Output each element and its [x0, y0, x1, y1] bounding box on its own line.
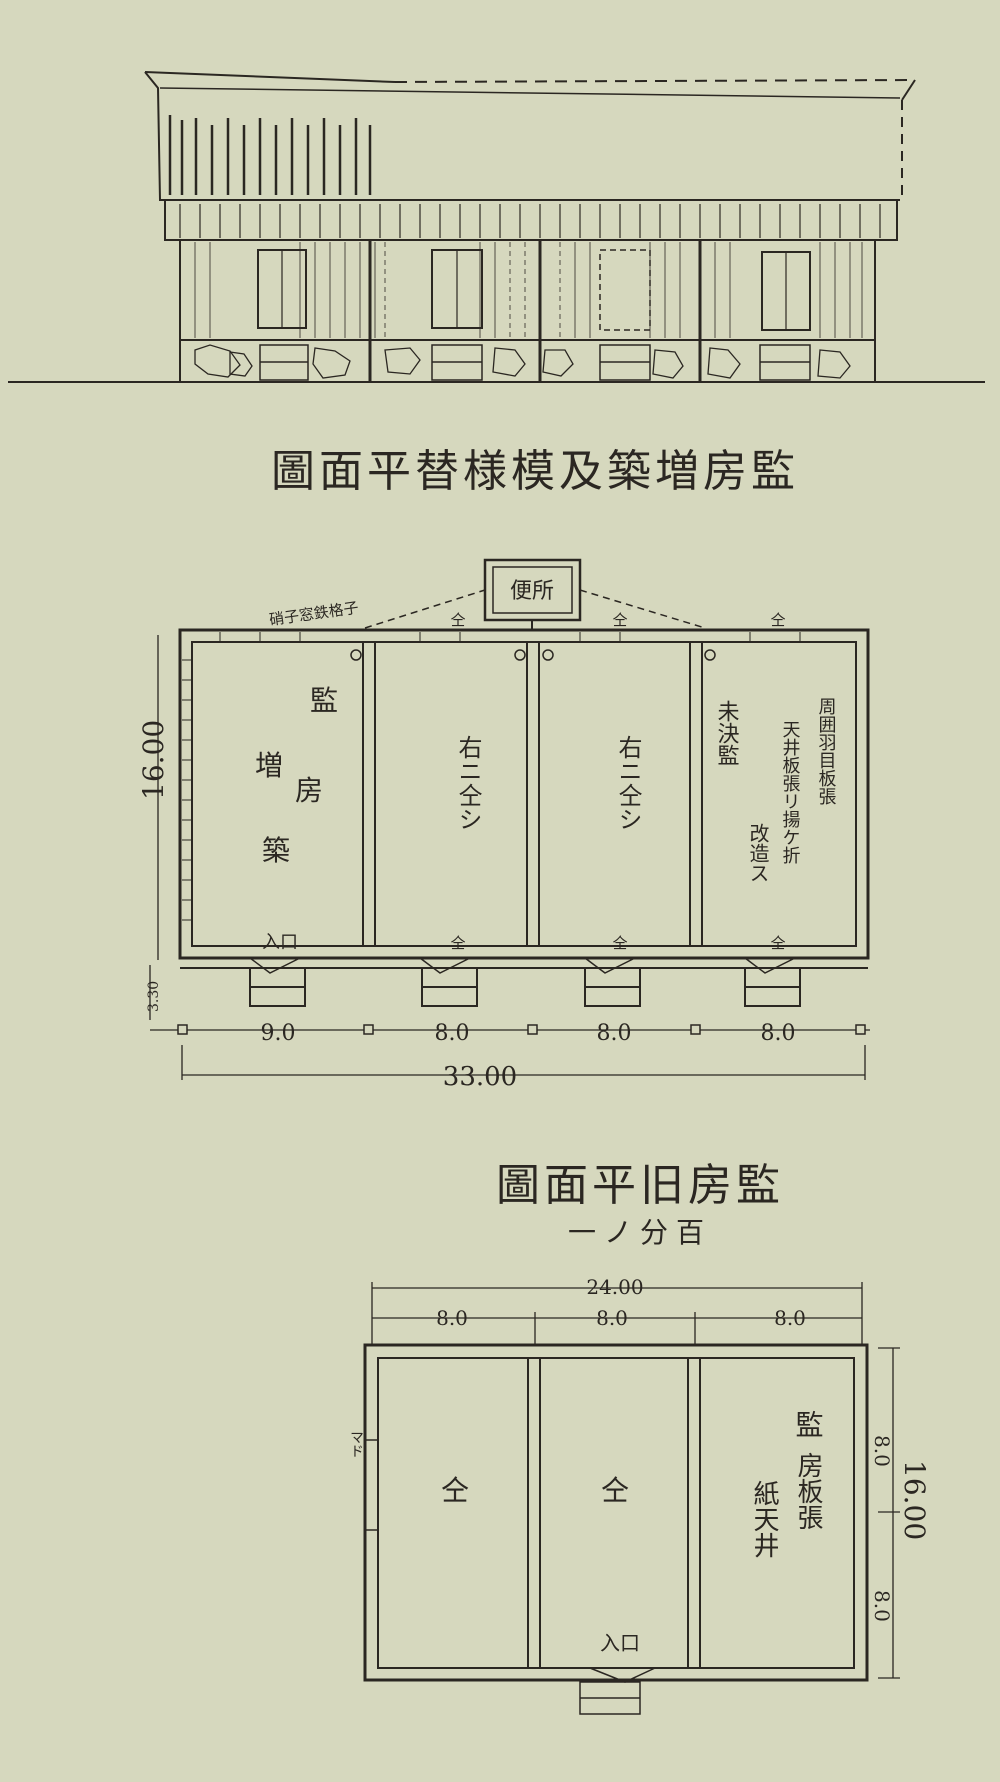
- elevation-window-3: [599, 249, 651, 331]
- new-plan-outer-wall: [178, 628, 870, 960]
- new-plan-title: 圖面平替様模及築増房監: [271, 446, 799, 497]
- elevation-drawing: [8, 71, 985, 383]
- dim-ticks: [177, 1024, 866, 1035]
- dim-room-3: 8.0: [597, 1021, 632, 1046]
- same-mark: 仝: [612, 934, 627, 952]
- window-grille-note: 硝子窓鉄格子: [268, 599, 360, 629]
- room-4-label-c: 天井板張リ揚ケ折: [780, 720, 801, 864]
- new-plan-partitions: [362, 641, 703, 947]
- elevation-posts: [368, 240, 702, 382]
- toilet-label: 便所: [510, 579, 554, 604]
- old-dim-1: 8.0: [436, 1306, 468, 1330]
- entrance-label: 入口: [262, 932, 298, 953]
- old-room-1-label: 仝: [441, 1474, 469, 1507]
- room-1-label-d: 築: [262, 834, 290, 867]
- room-1-label-a: 監: [310, 684, 338, 717]
- old-plan-outer-wall: [363, 1343, 869, 1682]
- old-window-label: マド: [348, 1430, 364, 1458]
- stone-foundation: [179, 339, 876, 383]
- dim-total: 33.00: [443, 1062, 517, 1092]
- old-entrance-label: 入口: [600, 1631, 640, 1655]
- new-plan-inner-wall: [191, 641, 857, 947]
- old-dim-total: 24.00: [586, 1275, 643, 1299]
- room-4-label-a: 未決監: [714, 700, 740, 766]
- old-entrance: [579, 1667, 656, 1715]
- old-room-3-label-b: 房板張: [793, 1452, 823, 1530]
- scale-label: 一ノ分百: [568, 1216, 712, 1249]
- room-4-label-d: 周囲羽目板張: [816, 697, 837, 806]
- old-floor-plan: 24.00 8.0 8.0 8.0 マド 入口 仝 仝 監 房板張 紙天井: [348, 1275, 931, 1715]
- entrance-stairs: [249, 967, 801, 1007]
- old-room-3-label-c: 紙天井: [749, 1480, 779, 1558]
- room-3-label: 右ニ仝シ: [614, 735, 642, 831]
- roof-right-tip: [901, 79, 916, 101]
- dim-room-2: 8.0: [435, 1021, 470, 1046]
- old-dim-right-2: 8.0: [870, 1590, 894, 1622]
- eave-slats: [179, 204, 881, 238]
- dim-height: 16.00: [137, 720, 170, 800]
- eave-band: [164, 199, 898, 241]
- old-dim-2: 8.0: [596, 1306, 628, 1330]
- same-mark: 仝: [612, 611, 627, 629]
- dim-room-1: 9.0: [261, 1021, 296, 1046]
- entrance-steps: [259, 344, 811, 381]
- window-bars: [182, 632, 801, 921]
- roof-ridge: [144, 71, 396, 83]
- room-1-label-c: 増: [255, 749, 283, 782]
- old-window: [364, 1439, 379, 1531]
- old-plan-partitions: [527, 1357, 701, 1669]
- same-mark: 仝: [770, 611, 785, 629]
- old-plan-inner-wall: [377, 1357, 855, 1669]
- foundation-stones: [194, 344, 851, 379]
- same-mark: 仝: [450, 934, 465, 952]
- column-markers: [350, 649, 716, 661]
- roof-eave: [159, 87, 901, 99]
- old-plan-title: 圖面平旧房監: [496, 1160, 784, 1211]
- roof-left-edge: [144, 71, 165, 201]
- old-dim-3: 8.0: [774, 1306, 806, 1330]
- old-dim-right-1: 8.0: [870, 1435, 894, 1467]
- roof-ridge-extension: [394, 79, 916, 83]
- dim-room-4: 8.0: [761, 1021, 796, 1046]
- room-1-label-b: 房: [295, 774, 323, 807]
- new-floor-plan: 便所 硝子窓鉄格子: [137, 558, 870, 1092]
- roof-boards: [168, 115, 372, 195]
- dim-corridor: 3.30: [146, 981, 162, 1012]
- same-mark: 仝: [770, 934, 785, 952]
- old-room-2-label: 仝: [601, 1474, 629, 1507]
- room-2-label: 右ニ仝シ: [454, 735, 482, 831]
- old-dim-height: 16.00: [898, 1460, 931, 1540]
- elevation-wall: [179, 239, 876, 341]
- room-4-label-b: 改造ス: [746, 823, 770, 883]
- entrance-doors: [249, 957, 796, 974]
- same-mark: 仝: [450, 611, 465, 629]
- old-room-3-label-a: 監: [792, 1410, 825, 1438]
